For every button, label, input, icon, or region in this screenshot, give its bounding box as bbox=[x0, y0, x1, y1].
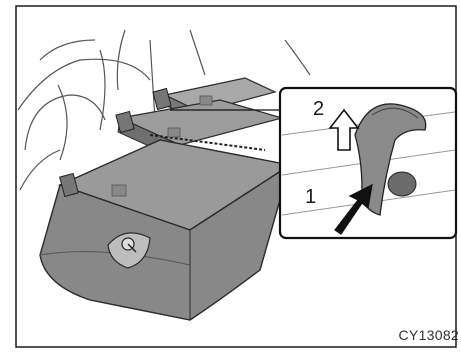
step-2-label: 2 bbox=[313, 98, 324, 121]
figure-code: CY13082 bbox=[399, 327, 459, 343]
detail-inset bbox=[280, 88, 456, 238]
step-1-label: 1 bbox=[305, 186, 316, 209]
seat-cushions bbox=[40, 78, 290, 320]
